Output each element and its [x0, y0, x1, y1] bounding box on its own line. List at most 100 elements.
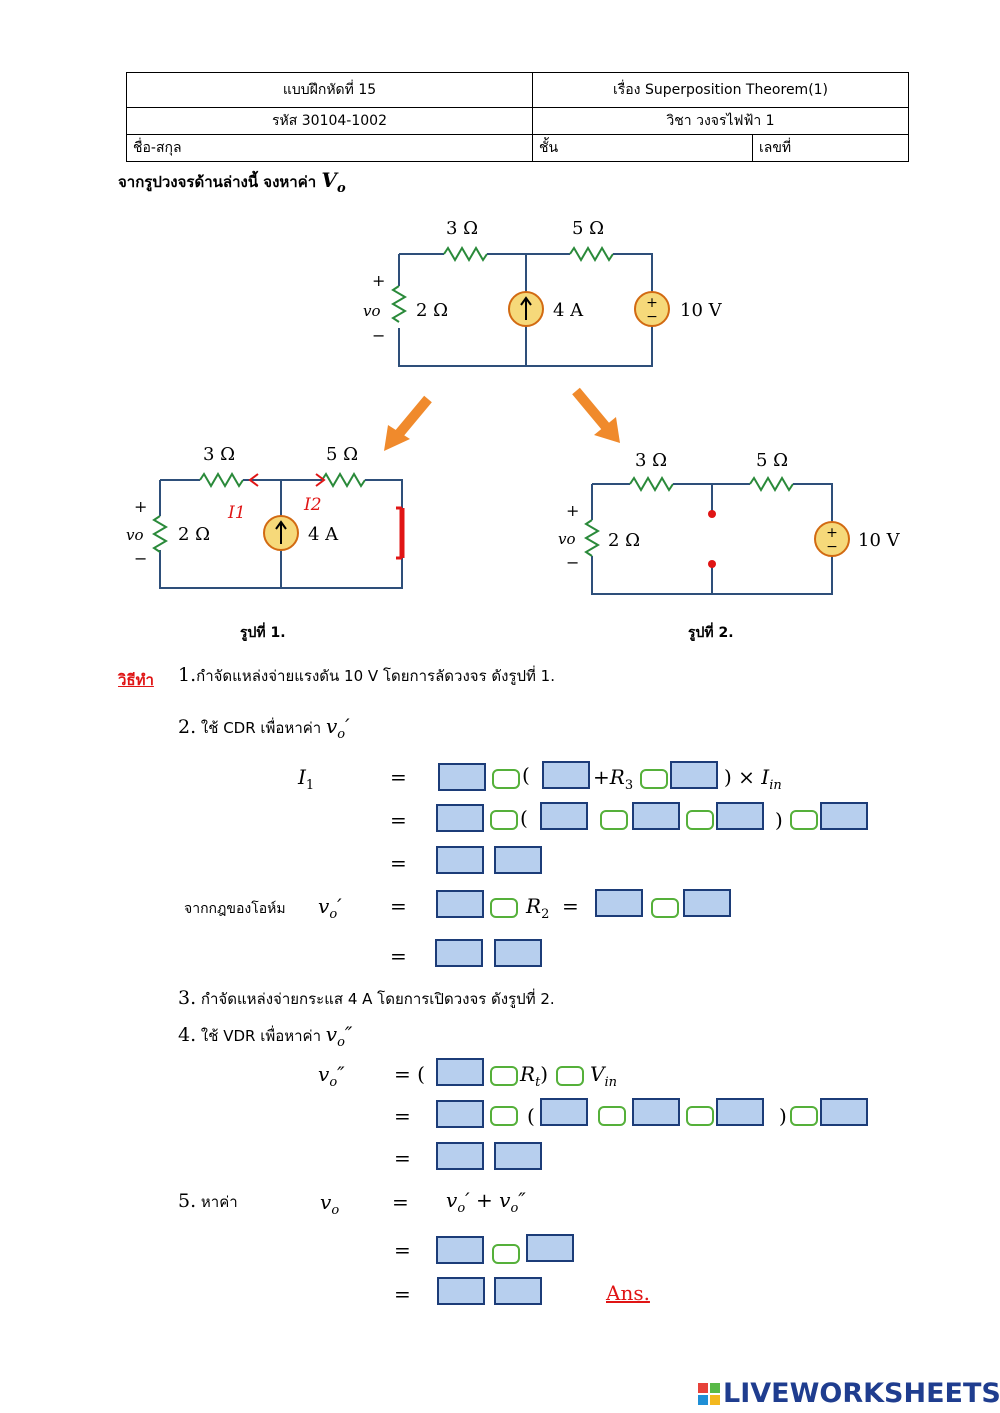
topic-title: เรื่อง Superposition Theorem(1) — [532, 72, 909, 108]
c2-vo-label: vo — [558, 530, 576, 548]
operator-box[interactable] — [790, 1106, 818, 1126]
operator-box[interactable] — [640, 769, 668, 789]
c2-minus: − — [566, 553, 579, 572]
paren-open: ( — [520, 806, 528, 830]
answer-box[interactable] — [436, 1142, 484, 1170]
svg-text:+: + — [826, 525, 838, 541]
vo-prime-symbol: vo′ — [318, 894, 342, 922]
answer-box[interactable] — [435, 939, 483, 967]
equals-11: = — [394, 1282, 411, 1306]
answer-box[interactable] — [632, 1098, 680, 1126]
main-current-label: 4 A — [553, 300, 584, 321]
operator-box[interactable] — [686, 1106, 714, 1126]
answer-label: Ans. — [606, 1281, 650, 1305]
equals-9: = — [392, 1190, 409, 1214]
operator-box[interactable] — [490, 1066, 518, 1086]
operator-box[interactable] — [556, 1066, 584, 1086]
c1-i2-label: I2 — [303, 495, 322, 515]
main-plus: + — [372, 271, 385, 290]
c1-plus: + — [134, 497, 147, 516]
paren-open: ( — [527, 1104, 535, 1128]
circuit-1-diagram: 3 Ω 5 Ω 2 Ω 4 A I1 I2 + − vo — [126, 444, 405, 589]
main-voltage-label: 10 V — [680, 300, 723, 321]
rt-term: Rt) — [520, 1062, 549, 1090]
operator-box[interactable] — [490, 898, 518, 918]
answer-box[interactable] — [683, 889, 731, 917]
subject-name: วิชา วงจรไฟฟ้า 1 — [532, 107, 909, 135]
answer-box[interactable] — [820, 1098, 868, 1126]
equals-7: = — [394, 1104, 411, 1128]
operator-box[interactable] — [651, 898, 679, 918]
answer-box[interactable] — [494, 939, 542, 967]
answer-box[interactable] — [820, 802, 868, 830]
plus-r3: +R3 — [593, 765, 634, 793]
circuit-2-caption: รูปที่ 2. — [688, 625, 734, 641]
step-1: 1.กำจัดแหล่งจ่ายแรงดัน 10 V โดยการลัดวงจ… — [178, 664, 555, 686]
superposition-sum: vo′ + vo″ — [446, 1188, 526, 1216]
main-circuit-diagram: + − 3 Ω 5 Ω 2 Ω 4 A 10 V + − vo — [363, 218, 723, 367]
answer-box[interactable] — [540, 1098, 588, 1126]
answer-box[interactable] — [716, 802, 764, 830]
answer-box[interactable] — [436, 1236, 484, 1264]
answer-box[interactable] — [595, 889, 643, 917]
operator-box[interactable] — [490, 1106, 518, 1126]
c1-r3-label: 2 Ω — [178, 524, 210, 545]
answer-box[interactable] — [716, 1098, 764, 1126]
paren-close: ) — [775, 808, 783, 832]
main-minus: − — [372, 326, 385, 345]
c1-r2-label: 5 Ω — [326, 444, 358, 465]
answer-box[interactable] — [494, 1277, 542, 1305]
answer-box[interactable] — [436, 804, 484, 832]
answer-box[interactable] — [436, 890, 484, 918]
circuit-1-caption: รูปที่ 1. — [240, 625, 286, 641]
answer-box[interactable] — [438, 763, 486, 791]
equals-3: = — [390, 851, 407, 875]
vo-double-prime-symbol: vo″ — [318, 1062, 345, 1090]
r2-term: R2 = — [526, 894, 579, 922]
c1-minus: − — [134, 549, 147, 568]
operator-box[interactable] — [686, 810, 714, 830]
paren-open: ( — [522, 763, 530, 787]
answer-box[interactable] — [526, 1234, 574, 1262]
class-field-label: ชั้น — [532, 134, 753, 162]
equals-1: = — [390, 765, 407, 789]
c2-r2-label: 5 Ω — [756, 450, 788, 471]
answer-box[interactable] — [494, 1142, 542, 1170]
answer-box[interactable] — [436, 846, 484, 874]
answer-box[interactable] — [436, 1058, 484, 1086]
i1-symbol: I1 — [298, 765, 315, 793]
answer-box[interactable] — [542, 761, 590, 789]
equals-4: = — [390, 894, 407, 918]
operator-box[interactable] — [790, 810, 818, 830]
equals-8: = — [394, 1146, 411, 1170]
step-4: 4. ใช้ VDR เพื่อหาค่า vo″ — [178, 1022, 353, 1050]
vin-term: Vin — [590, 1062, 617, 1090]
c1-vo-label: vo — [126, 526, 144, 544]
number-field-label: เลขที่ — [752, 134, 909, 162]
operator-box[interactable] — [492, 769, 520, 789]
c1-r1-label: 3 Ω — [203, 444, 235, 465]
answer-box[interactable] — [670, 761, 718, 789]
operator-box[interactable] — [490, 810, 518, 830]
operator-box[interactable] — [598, 1106, 626, 1126]
c1-i1-label: I1 — [227, 503, 246, 523]
answer-box[interactable] — [632, 802, 680, 830]
answer-box[interactable] — [437, 1277, 485, 1305]
exercise-title: แบบฝึกหัดที่ 15 — [126, 72, 533, 108]
course-code: รหัส 30104-1002 — [126, 107, 533, 135]
logo-text: LIVEWORKSHEETS — [723, 1378, 1000, 1409]
paren-close: ) — [779, 1104, 787, 1128]
times-iin: ) × Iin — [724, 765, 782, 793]
main-r2-label: 5 Ω — [572, 218, 604, 239]
equals-2: = — [390, 808, 407, 832]
question-text: จากรูปวงจรด้านล่างนี้ จงหาค่า Vo — [118, 168, 346, 196]
answer-box[interactable] — [494, 846, 542, 874]
answer-box[interactable] — [540, 802, 588, 830]
operator-box[interactable] — [492, 1244, 520, 1264]
answer-box[interactable] — [436, 1100, 484, 1128]
equals-10: = — [394, 1238, 411, 1262]
step-5: 5. หาค่า — [178, 1190, 238, 1212]
main-r3-label: 2 Ω — [416, 300, 448, 321]
operator-box[interactable] — [600, 810, 628, 830]
svg-text:−: − — [646, 309, 658, 325]
